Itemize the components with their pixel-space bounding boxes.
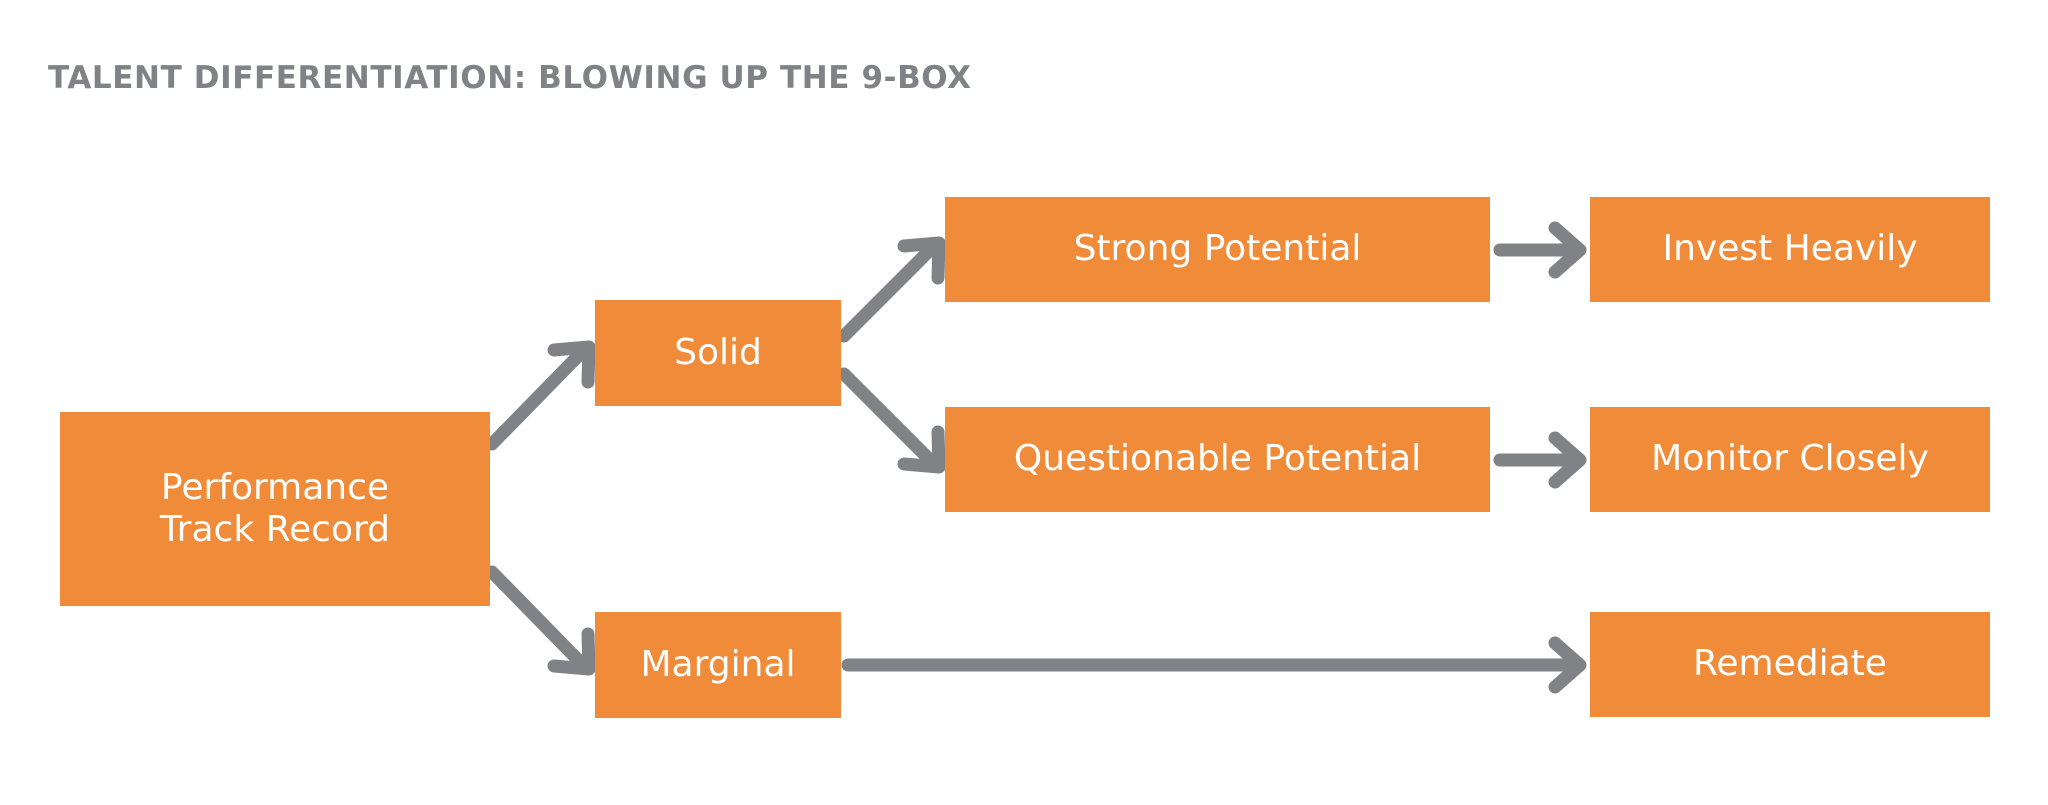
connector-questionable-potential-to-monitor-closely [1493,431,1587,489]
connector-performance-to-solid [485,340,596,451]
node-questionable-potential[interactable]: Questionable Potential [945,407,1490,512]
node-strong-potential[interactable]: Strong Potential [945,197,1490,302]
node-label: Invest Heavily [1662,228,1918,270]
node-marginal[interactable]: Marginal [595,612,841,718]
node-label: Solid [674,331,762,373]
node-label: Marginal [640,643,796,685]
node-label: Strong Potential [1073,228,1362,270]
connector-strong-potential-to-invest-heavily [1493,221,1587,279]
node-monitor-closely[interactable]: Monitor Closely [1590,407,1990,512]
node-performance-track-record[interactable]: Performance Track Record [60,412,490,606]
node-solid[interactable]: Solid [595,300,841,406]
node-label: Questionable Potential [1013,438,1422,480]
node-label: Remediate [1693,643,1887,685]
connector-performance-to-marginal [485,565,596,676]
connector-marginal-to-remediate [841,636,1587,694]
page-title: TALENT DIFFERENTIATION: BLOWING UP THE 9… [48,60,972,96]
connector-solid-to-questionable-potential [837,367,946,474]
node-remediate[interactable]: Remediate [1590,612,1990,717]
node-label: Monitor Closely [1651,438,1929,480]
node-label: Performance Track Record [159,466,391,550]
connector-solid-to-strong-potential [837,236,946,343]
node-invest-heavily[interactable]: Invest Heavily [1590,197,1990,302]
